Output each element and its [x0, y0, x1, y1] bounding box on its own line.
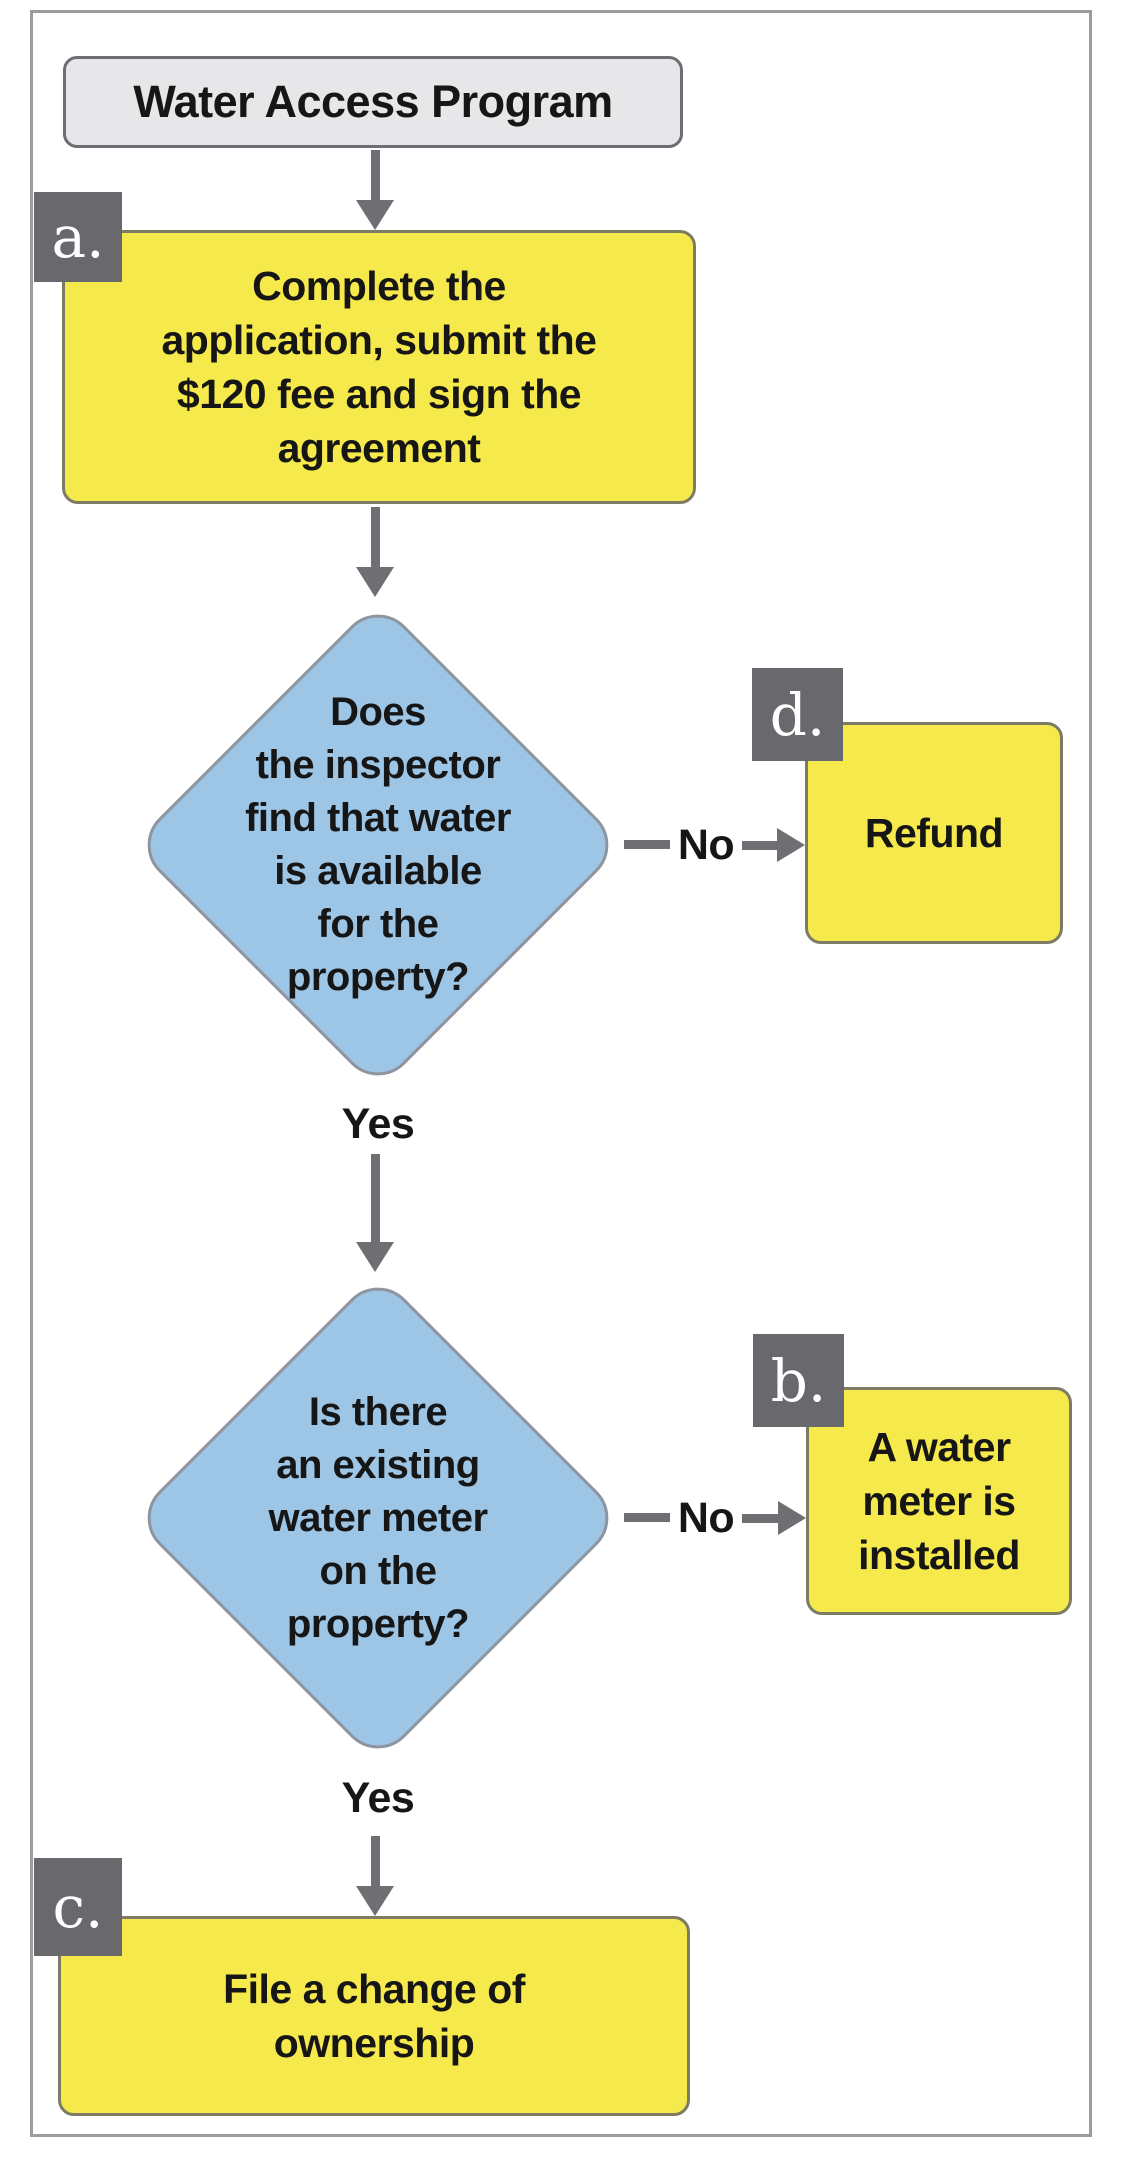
arrow-head [356, 1242, 394, 1272]
process-line: Refund [864, 810, 1004, 856]
arrow-shaft [742, 840, 777, 850]
arrow-head [356, 567, 394, 597]
decision-line: water meter [268, 1495, 488, 1540]
decision-line: Is there [308, 1389, 448, 1434]
decision-line: an existing [276, 1442, 480, 1487]
process-line: File a change of [223, 1966, 525, 2012]
process-line: Complete the [252, 263, 506, 309]
arrow-down-icon [356, 150, 394, 230]
connector-line [624, 1513, 670, 1522]
decision-line: on the [319, 1548, 437, 1593]
process-line: meter is [862, 1478, 1016, 1524]
process-refund: Refund [805, 722, 1063, 944]
connector-line [624, 840, 670, 849]
decision-line: Does [330, 690, 426, 734]
arrow-head [777, 828, 805, 862]
process-line: $120 fee and sign the [176, 371, 582, 417]
process-complete-application: Complete the application, submit the $12… [62, 230, 696, 504]
arrow-right-icon [742, 828, 805, 862]
edge-label-yes-1: Yes [341, 1100, 415, 1148]
arrow-head [356, 1886, 394, 1916]
decision-line: find that water [245, 796, 511, 840]
badge-c-label: c. [52, 1873, 104, 1941]
edge-label-yes-2: Yes [341, 1774, 415, 1822]
badge-a-label: a. [51, 203, 105, 271]
decision-line: property? [286, 955, 470, 999]
decision-line: the inspector [255, 743, 501, 787]
arrow-shaft [370, 1836, 380, 1886]
badge-d-label: d. [769, 680, 826, 749]
arrow-shaft [370, 150, 380, 200]
badge-c: c. [34, 1858, 122, 1956]
arrow-down-icon [356, 1154, 394, 1272]
arrow-head [356, 200, 394, 230]
flowchart-border [30, 10, 1092, 2137]
process-line: installed [858, 1532, 1020, 1578]
badge-a: a. [34, 192, 122, 282]
process-meter-installed: A water meter is installed [806, 1387, 1072, 1615]
decision-line: property? [286, 1601, 470, 1646]
badge-b: b. [753, 1334, 844, 1427]
arrow-shaft [742, 1513, 778, 1523]
start-node: Water Access Program [63, 56, 683, 148]
decision-line: is available [274, 849, 482, 893]
arrow-head [778, 1501, 806, 1535]
edge-label-no-2: No [677, 1494, 735, 1542]
arrow-right-icon [742, 1501, 806, 1535]
process-line: ownership [273, 2020, 475, 2066]
decision-existing-meter: Is there an existing water meter on the … [132, 1272, 624, 1764]
badge-d: d. [752, 668, 843, 761]
arrow-shaft [370, 1154, 380, 1242]
process-file-ownership-change: File a change of ownership [58, 1916, 690, 2116]
decision-line: for the [317, 902, 439, 946]
edge-label-no-1: No [677, 821, 735, 869]
process-line: A water [867, 1424, 1011, 1470]
decision-water-available: Does the inspector find that water is av… [132, 599, 624, 1091]
start-node-label: Water Access Program [133, 76, 613, 127]
badge-b-label: b. [770, 1346, 827, 1415]
arrow-shaft [370, 507, 380, 567]
process-line: application, submit the [161, 317, 597, 363]
process-line: agreement [277, 425, 481, 471]
arrow-down-icon [356, 1836, 394, 1916]
arrow-down-icon [356, 507, 394, 597]
